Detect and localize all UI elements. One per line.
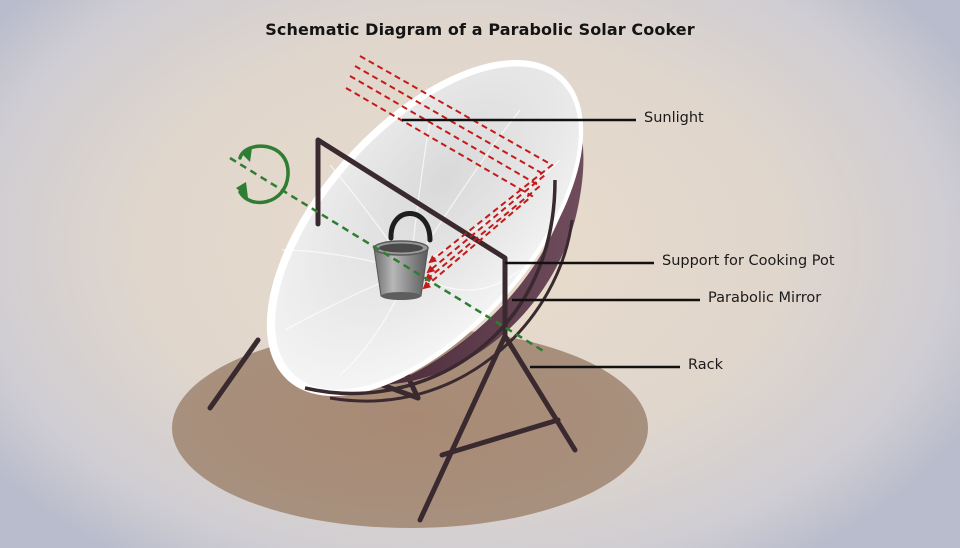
diagram-title: Schematic Diagram of a Parabolic Solar C… — [265, 20, 695, 39]
label-pot-support: Support for Cooking Pot — [662, 253, 835, 269]
label-parabolic-mirror: Parabolic Mirror — [708, 290, 822, 306]
label-rack: Rack — [688, 357, 724, 373]
circular-arrow-icon — [236, 144, 290, 205]
sun-rays — [345, 55, 554, 290]
bucket-icon — [373, 211, 433, 300]
label-sunlight: Sunlight — [644, 110, 704, 126]
rack-front — [315, 137, 578, 523]
leader-lines — [402, 118, 700, 369]
